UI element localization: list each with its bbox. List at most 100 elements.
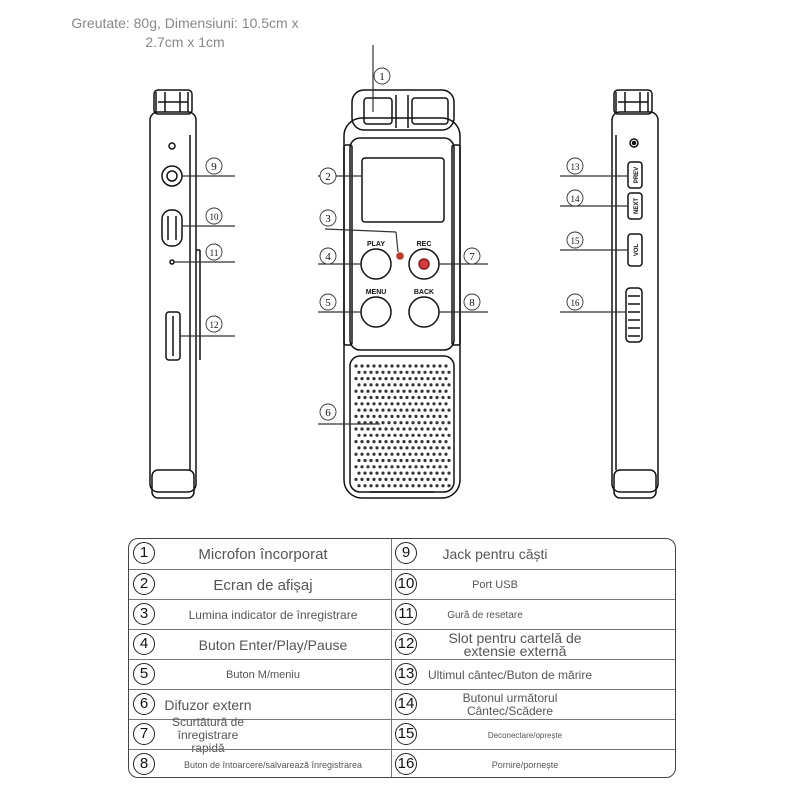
back-button-icon	[408, 296, 440, 328]
legend-label: Difuzor extern	[164, 696, 252, 713]
callout-6-label: 6	[325, 407, 331, 419]
back-button-text: BACK	[414, 289, 434, 296]
spec-line-1: Greutate: 80g, Dimensiuni: 10.5cm x	[71, 15, 299, 31]
legend-cell-left: 8 Buton de întoarcere/salvarează înregist…	[129, 750, 391, 777]
callout-9-label: 9	[211, 161, 217, 173]
legend-label: Buton de întoarcere/salvarează înregistr…	[183, 759, 363, 770]
headphone-jack-icon	[161, 165, 183, 187]
legend-cell-left: 6 Difuzor extern	[129, 690, 391, 720]
legend-label: Ecran de afișaj	[213, 576, 313, 594]
callout-3-label: 3	[325, 213, 331, 225]
play-button-text: PLAY	[367, 241, 385, 248]
legend-cell-right: 14 Butonul următorul Cântec/Scădere	[391, 690, 675, 720]
legend-number-badge: 12	[395, 633, 417, 655]
callout-10-circle	[205, 207, 223, 225]
callout-7-circle	[463, 247, 481, 265]
callout-2-circle	[319, 167, 337, 185]
legend-cell-left: 4 Buton Enter/Play/Pause	[129, 630, 391, 660]
legend-number-badge: 7	[133, 723, 155, 745]
legend-number-badge: 1	[133, 542, 155, 564]
callout-14-circle	[566, 189, 584, 207]
callout-13-circle	[566, 157, 584, 175]
usb-port-icon	[161, 209, 183, 247]
right-side-view	[611, 89, 659, 499]
callout-15-label: 15	[571, 236, 581, 246]
legend-number-badge: 13	[395, 663, 417, 685]
callout-5-circle	[319, 293, 337, 311]
legend-row: 8 Buton de întoarcere/salvarează înregist…	[129, 749, 675, 777]
legend-number-badge: 8	[133, 753, 155, 775]
legend-number-badge: 16	[395, 753, 417, 775]
legend-number-badge: 11	[395, 603, 417, 625]
legend-label: Port USB	[472, 578, 518, 591]
legend-number-badge: 4	[133, 633, 155, 655]
reset-hole-icon	[169, 259, 175, 265]
left-side-view	[149, 89, 201, 499]
legend-row: 7 Scurtătură de înregistrare rapidă 15 Deco…	[129, 714, 675, 755]
legend-number-badge: 5	[133, 663, 155, 685]
legend-cell-right: 15 Deconectare/oprește	[391, 720, 675, 750]
callout-14-label: 14	[571, 194, 581, 204]
legend-label: Buton M/meniu	[226, 668, 300, 681]
callout-1-label: 1	[379, 71, 385, 83]
legend-number-badge: 6	[133, 693, 155, 715]
legend-label: Buton Enter/Play/Pause	[198, 636, 348, 653]
legend-row: 4 Buton Enter/Play/Pause 12 Slot pentru car…	[129, 629, 675, 659]
callout-7-label: 7	[469, 251, 475, 263]
legend-number-badge: 15	[395, 723, 417, 745]
legend-label: Pornire/pornește	[491, 759, 559, 770]
legend-cell-right: 9 Jack pentru căști	[391, 539, 675, 569]
legend-label: Butonul următorul Cântec/Scădere	[462, 691, 558, 718]
spec-line-2: 2.7cm x 1cm	[145, 34, 225, 50]
legend-label: Slot pentru cartelă de extensie externă	[448, 630, 582, 659]
speaker-grill	[354, 364, 451, 488]
legend-cell-right: 11 Gură de resetare	[391, 600, 675, 630]
callout-11-circle	[205, 243, 223, 261]
prev-button-icon	[627, 161, 643, 189]
callout-8-circle	[463, 293, 481, 311]
legend-row: 2 Ecran de afișaj 10 Port USB	[129, 569, 675, 599]
legend-number-badge: 9	[395, 542, 417, 564]
legend-number-badge: 2	[133, 573, 155, 595]
legend-label: Gură de resetare	[447, 609, 523, 621]
callout-4-label: 4	[325, 251, 331, 263]
legend-label: Deconectare/oprește	[487, 730, 563, 740]
legend-number-badge: 14	[395, 693, 417, 715]
next-button-text: NEXT	[634, 198, 640, 214]
legend-row: 6 Difuzor extern 14 Butonul următorul Cânte…	[129, 689, 675, 719]
legend-cell-right: 12 Slot pentru cartelă de extensie extern…	[391, 630, 675, 660]
callout-6-circle	[319, 403, 337, 421]
callout-12-circle	[205, 315, 223, 333]
display-screen-icon	[361, 157, 445, 223]
callout-10-label: 10	[210, 212, 220, 222]
prev-button-text: PREV	[634, 167, 640, 183]
legend-label: Scurtătură de înregistrare rapidă	[171, 714, 245, 755]
legend-cell-left: 2 Ecran de afișaj	[129, 570, 391, 600]
callout-8-label: 8	[469, 297, 475, 309]
callout-16-label: 16	[571, 298, 581, 308]
callout-2-label: 2	[325, 171, 331, 183]
volume-button-text: VOL	[634, 244, 640, 257]
callout-3-circle	[319, 209, 337, 227]
callout-13-label: 13	[571, 162, 581, 172]
menu-button-text: MENU	[366, 289, 387, 296]
callout-9-circle	[205, 157, 223, 175]
power-switch-icon	[625, 287, 643, 343]
callout-1-circle	[373, 67, 391, 85]
callout-15-circle	[566, 231, 584, 249]
callout-12-label: 12	[210, 320, 219, 330]
play-button-icon	[360, 248, 392, 280]
menu-button-icon	[360, 296, 392, 328]
legend-label: Jack pentru căști	[442, 545, 548, 562]
callout-16-circle	[566, 293, 584, 311]
legend-cell-left: 5 Buton M/meniu	[129, 660, 391, 690]
callout-4-circle	[319, 247, 337, 265]
legend-number-badge: 10	[395, 573, 417, 595]
legend-cell-left: 7 Scurtătură de înregistrare rapidă	[129, 714, 391, 755]
